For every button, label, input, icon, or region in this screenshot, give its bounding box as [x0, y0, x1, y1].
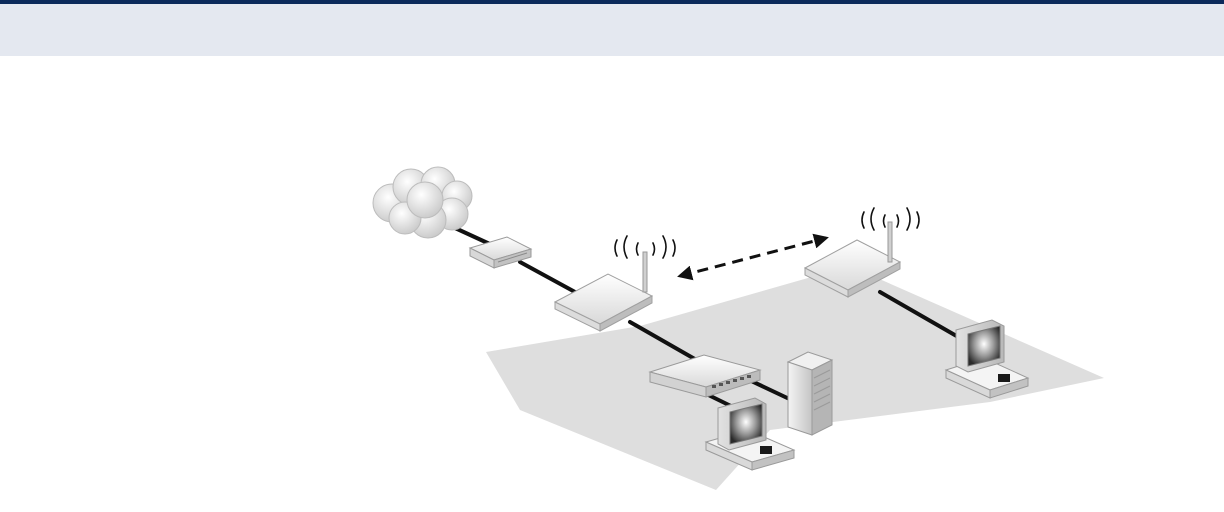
server-tower-icon	[788, 352, 832, 435]
wireless-access-point-icon	[555, 236, 675, 331]
link-internet-modem	[455, 228, 492, 245]
wireless-link-arrow	[680, 238, 826, 276]
wireless-access-point-icon	[805, 208, 919, 297]
link-modem-ap1	[520, 262, 575, 292]
cloud-icon	[373, 167, 472, 238]
